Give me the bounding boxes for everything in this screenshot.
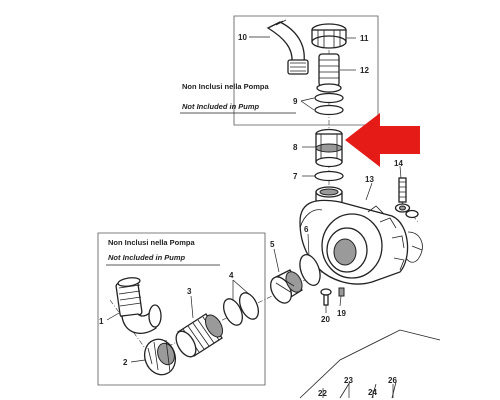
bottom-parts-row <box>299 329 441 399</box>
callout-2: 2 <box>123 358 128 367</box>
part-12-hose-tail <box>316 53 342 93</box>
callout-9: 9 <box>293 97 298 106</box>
top-note-english: Not Included in Pump <box>182 102 259 111</box>
callout-13: 13 <box>365 175 374 184</box>
callout-14: 14 <box>394 159 403 168</box>
part-2-nut <box>143 338 177 376</box>
bottom-note-italian: Non Inclusi nella Pompa <box>108 238 196 247</box>
part-8-union-nut <box>315 128 343 168</box>
part-14-washer <box>405 209 419 219</box>
callout-19: 19 <box>337 309 346 318</box>
part-7-o-ring <box>314 170 344 182</box>
highlight-arrow <box>345 113 420 167</box>
part-6-o-ring <box>299 254 321 286</box>
callout-24: 24 <box>368 388 377 397</box>
callout-1: 1 <box>99 317 104 326</box>
part-5-union <box>270 269 303 304</box>
part-14-bolt <box>394 177 411 213</box>
callout-26: 26 <box>388 376 397 385</box>
callout-22: 22 <box>318 389 327 398</box>
bottom-note-english: Not Included in Pump <box>108 253 185 262</box>
part-11-nut <box>311 23 347 49</box>
callout-11: 11 <box>360 34 369 43</box>
callout-7: 7 <box>293 172 298 181</box>
part-13-pump-body <box>299 186 409 285</box>
top-note-italian: Non Inclusi nella Pompa <box>182 82 270 91</box>
part-10-elbow <box>266 19 309 75</box>
part-20-screw <box>320 288 332 306</box>
callout-5: 5 <box>270 240 275 249</box>
callout-10: 10 <box>238 33 247 42</box>
part-1-elbow <box>115 277 162 334</box>
callout-3: 3 <box>187 287 192 296</box>
part-4-o-rings <box>222 292 260 326</box>
part-19-screw <box>338 287 345 297</box>
callout-4: 4 <box>229 271 234 280</box>
part-3-hose-tail <box>175 313 224 358</box>
callout-20: 20 <box>321 315 330 324</box>
bottom-inset-frame <box>97 232 266 386</box>
callout-23: 23 <box>344 376 353 385</box>
callout-6: 6 <box>304 225 309 234</box>
leader-lines <box>106 36 402 398</box>
callout-12: 12 <box>360 66 369 75</box>
pump-right-outline <box>405 231 423 263</box>
part-9-o-rings <box>314 92 344 116</box>
callout-8: 8 <box>293 143 298 152</box>
